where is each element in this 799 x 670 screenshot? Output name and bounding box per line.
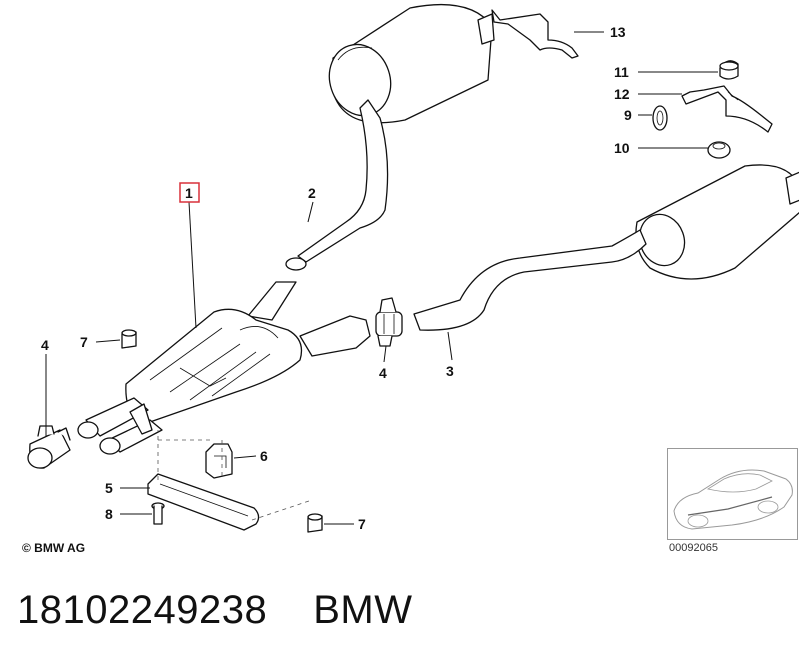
bolt-8 [151,502,165,525]
callout-13: 13 [610,24,626,40]
callout-11: 11 [614,64,629,80]
callout-10: 10 [614,140,630,156]
rear-muffler-left [328,3,493,124]
holder-6 [205,443,233,479]
plate-5 [147,473,260,531]
bracket-13 [491,9,579,59]
callout-12: 12 [614,86,630,102]
leader-line-6 [233,455,257,459]
copyright-label: © BMW AG [22,541,86,555]
connector-pipe [299,315,371,357]
bracket-12 [681,85,773,133]
diagram-reference-number: 00092065 [669,542,718,554]
callout-4-right: 4 [379,365,387,381]
callout-8: 8 [105,506,113,522]
callout-7-upper: 7 [80,334,88,350]
leader-line-3 [447,331,453,361]
callout-5: 5 [105,480,113,496]
callout-9: 9 [624,107,632,123]
leader-line-4-right [383,345,387,363]
pipe-3 [413,229,647,331]
footer: 18102249238 BMW [17,588,412,633]
clamp-4-left [27,425,71,469]
center-muffler-inlet-pipe [247,281,297,321]
rubber-mount-7-lower [307,513,323,533]
rear-muffler-right [635,164,799,280]
brand-name: BMW [313,588,413,632]
car-outline-icon [673,469,793,530]
pipe-2 [285,99,389,271]
center-muffler [125,308,303,423]
callout-6: 6 [260,448,268,464]
clamp-4-right [375,297,403,347]
callout-1-highlight [179,182,200,203]
leader-line-7-upper [95,339,121,343]
leader-line-1 [188,201,197,329]
callout-1: 1 [185,185,193,201]
car-location-thumbnail [667,448,798,540]
rubber-mount-7-upper [121,329,137,349]
assembly-line [251,499,313,521]
muffler-left-tailpipe [477,13,495,45]
callout-3: 3 [446,363,454,379]
washer-9 [652,105,668,131]
part-number: 18102249238 [17,588,268,632]
callout-4-left: 4 [41,337,49,353]
nut-10 [707,141,731,159]
leader-line-2 [307,201,314,223]
muffler-bracket [129,403,153,435]
buffer-11 [719,60,739,80]
callout-7-lower: 7 [358,516,366,532]
callout-2: 2 [308,185,316,201]
